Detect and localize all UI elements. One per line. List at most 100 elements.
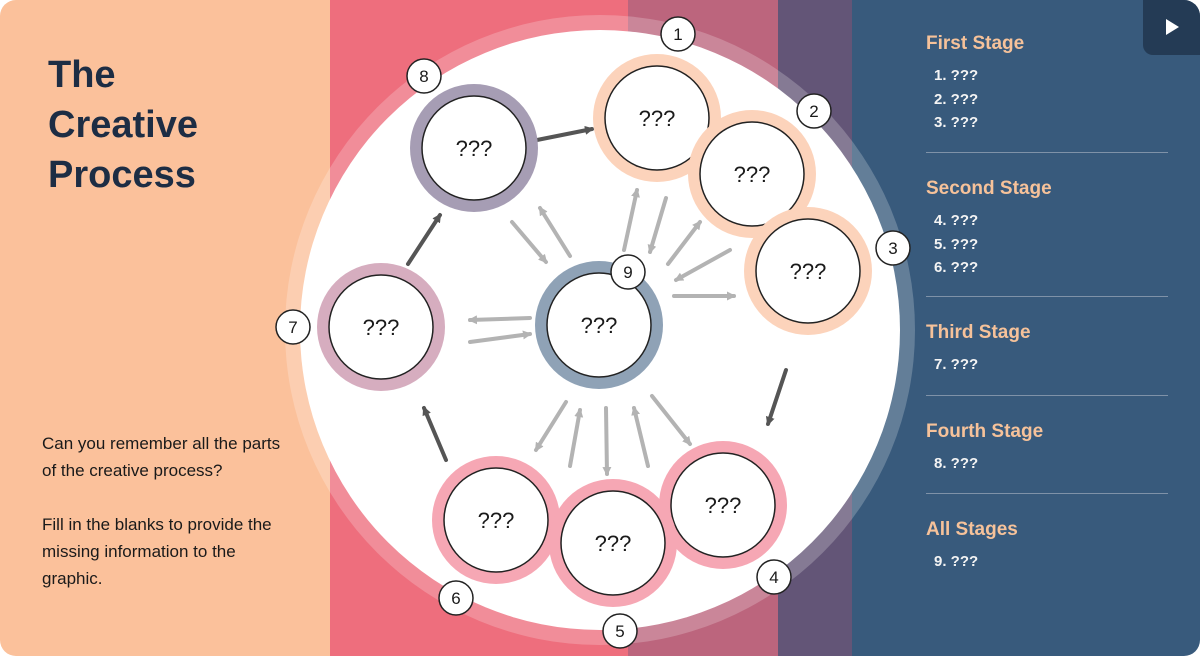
stage-items: 1. ??? 2. ??? 3. ??? [934,64,1168,135]
arrow-7-to-9 [468,330,532,344]
badge-3: 3 [875,230,911,266]
node-5-circle [560,490,666,596]
node-2-circle [699,121,805,227]
node-4-label: ??? [705,493,742,518]
stage-items: 8. ??? [934,452,1168,476]
title-line: Process [48,154,196,196]
instruction-question: Can you remember all the parts of the cr… [42,434,281,480]
node-6-circle [443,467,549,573]
node-3: ??? [744,207,872,335]
node-4-circle [670,452,776,558]
badge-7: 7 [275,309,311,345]
arrow-9-to-1 [622,188,640,252]
left-panel [0,0,330,656]
stage-items: 7. ??? [934,353,1168,377]
node-9-label: ??? [581,313,618,338]
arrow-9-to-6 [534,400,568,452]
stage-items: 9. ??? [934,550,1168,574]
arrow-9-to-5 [602,406,612,476]
node-4: ??? [659,441,787,569]
node-7-label: ??? [363,315,400,340]
node-8: ??? [410,84,538,212]
play-icon [1166,19,1179,35]
stage-item: 5. ??? [934,235,979,253]
stage-item: 9. ??? [934,553,979,570]
node-7: ??? [317,263,445,391]
node-6-label: ??? [478,508,515,533]
center-arrows [468,188,736,476]
node-9: ??? [535,261,663,389]
arrow-1-to-9 [647,196,668,254]
stage-item: 6. ??? [934,259,979,276]
node-5: ??? [549,479,677,607]
node-5-label: ??? [595,531,632,556]
stage-fourth: Fourth Stage 8. ??? [926,420,1168,476]
stage-item: 4. ??? [934,212,979,229]
arrow-5-to-9 [631,406,650,468]
badge-9-number: 9 [623,263,632,282]
stage-title: Second Stage [926,178,1052,199]
cycle-arrows [406,125,788,462]
arrow-8-to-9 [510,220,548,264]
node-1: ??? [593,54,721,182]
stage-title: Fourth Stage [926,421,1044,442]
stage-title: All Stages [926,519,1018,540]
node-1-circle [604,65,710,171]
node-2: ??? [688,110,816,238]
node-8-label: ??? [456,136,493,161]
arrow-9-to-4 [650,394,692,446]
title-line: Creative [48,104,198,146]
stage-item: 8. ??? [934,455,979,472]
node-7-circle [328,274,434,380]
badge-5: 5 [602,613,638,649]
node-8-circle [421,95,527,201]
badge-2: 2 [796,93,832,129]
badge-7-number: 7 [288,318,297,337]
badge-8-number: 8 [419,67,428,86]
badge-6: 6 [438,580,474,616]
node-3-label: ??? [790,259,827,284]
divider [926,493,1168,494]
arrow-6-to-7 [422,406,448,462]
node-6: ??? [432,456,560,584]
stage-items: 4. ??? 5. ??? 6. ??? [934,209,1168,280]
arrow-9-to-2 [666,220,702,266]
badge-1-number: 1 [673,25,682,44]
stage-first: First Stage 1. ??? 2. ??? 3. ??? [926,32,1168,135]
stage-second: Second Stage 4. ??? 5. ??? 6. ??? [926,177,1168,280]
stage-title: Third Stage [926,322,1031,343]
page-title: The Creative Process [48,50,198,200]
instruction-task: Fill in the blanks to provide the missin… [42,515,272,588]
stage-item: 2. ??? [934,90,979,108]
stage-all: All Stages 9. ??? [926,518,1168,574]
play-button[interactable] [1143,0,1200,55]
title-line: The [48,54,116,96]
arrow-9-to-7 [468,315,532,325]
badge-4: 4 [756,559,792,595]
right-panel [852,0,1200,656]
badge-5-number: 5 [615,622,624,641]
node-9-circle [546,272,652,378]
number-badges: 1 2 3 4 5 6 7 [275,16,911,649]
arrow-3-to-4 [765,368,788,426]
instructions: Can you remember all the parts of the cr… [42,430,292,619]
stage-item: 1. ??? [934,67,979,84]
divider [926,296,1168,297]
arrow-2-to-9 [674,248,732,282]
node-1-label: ??? [639,106,676,131]
badge-9: 9 [610,254,646,290]
badge-8: 8 [406,58,442,94]
badge-6-number: 6 [451,589,460,608]
stage-item: 3. ??? [934,114,979,131]
arrow-8-to-1 [535,125,594,142]
badge-2-number: 2 [809,102,818,121]
badge-3-number: 3 [888,239,897,258]
stage-item: 7. ??? [934,356,979,373]
stage-third: Third Stage 7. ??? [926,321,1168,377]
arrow-9-to-8 [538,206,572,258]
divider [926,395,1168,396]
arrow-7-to-8 [406,213,442,266]
node-3-circle [755,218,861,324]
